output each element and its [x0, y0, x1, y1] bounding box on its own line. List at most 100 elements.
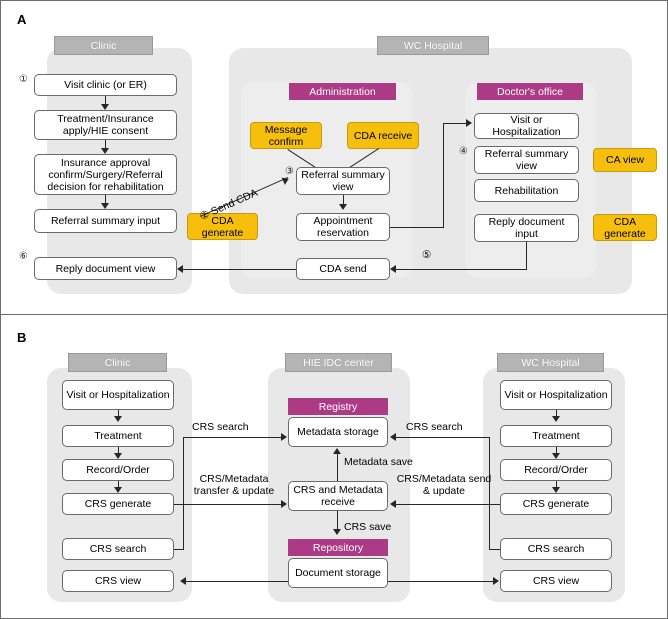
panel-b-section-title-repository: Repository — [288, 539, 388, 556]
panel-a-letter: A — [17, 12, 27, 27]
panel-a-node-referral-summary-input[interactable]: Referral summary input — [34, 209, 177, 233]
panel-a-arrowhead-4 — [339, 204, 347, 210]
panel-a-conn-4 — [343, 195, 344, 206]
panel-b-section-title-registry: Registry — [288, 398, 388, 415]
panel-b-clinic-conn-2 — [118, 447, 119, 455]
panel-a-arrowhead-1 — [101, 104, 109, 110]
panel-b-clinic-node-treatment[interactable]: Treatment — [62, 425, 174, 447]
panel-b-hospital-node-treatment[interactable]: Treatment — [500, 425, 612, 447]
panel-a-section-title-doctors-office: Doctor's office — [477, 83, 583, 100]
panel-a-edge-appt-up — [443, 123, 444, 227]
panel-a-edge-appt-right — [390, 227, 444, 228]
panel-b-hospital-conn-2 — [556, 447, 557, 455]
panel-b-arrowhead-clinic-crssearch — [281, 433, 287, 441]
panel-b-edge-label-transfer-update: CRS/Metadata transfer & update — [193, 473, 275, 497]
panel-b-edge-label-crs-search-left: CRS search — [192, 421, 249, 433]
panel-a-node-appointment-reservation[interactable]: Appointment reservation — [296, 213, 390, 241]
panel-a-node-insurance-approval[interactable]: Insurance approval confirm/Surgery/Refer… — [34, 154, 177, 195]
panel-a-marker-3: ③ — [285, 166, 294, 177]
panel-a-marker-6: ⑥ — [19, 251, 28, 262]
panel-b-lane-title-wc-hospital: WC Hospital — [497, 353, 604, 372]
panel-b-hospital-node-record-order[interactable]: Record/Order — [500, 459, 612, 481]
panel-b-hospital-arrow-3 — [552, 487, 560, 493]
panel-a-node-treatment-insurance[interactable]: Treatment/Insurance apply/HIE consent — [34, 110, 177, 140]
panel-a-tag-cda-receive[interactable]: CDA receive — [347, 122, 419, 149]
panel-b-lane-title-hie-idc: HIE IDC center — [285, 353, 392, 372]
panel-a-node-referral-summary-view-doctor[interactable]: Referral summary view — [474, 146, 579, 174]
figure-top-border — [0, 0, 668, 1]
panel-a-node-reply-document-view[interactable]: Reply document view — [34, 257, 177, 280]
panel-a-node-visit-clinic[interactable]: Visit clinic (or ER) — [34, 74, 177, 96]
panel-b-edge-label-send-update: CRS/Metadata send & update — [396, 473, 492, 497]
panel-b-hospital-arrow-1 — [552, 416, 560, 422]
panel-a-node-rehabilitation[interactable]: Rehabilitation — [474, 179, 579, 202]
panel-b-arrowhead-metadata-save — [333, 448, 341, 454]
panel-a-edge-reply-left — [396, 269, 527, 270]
panel-b-hospital-node-crs-view[interactable]: CRS view — [500, 570, 612, 592]
panel-b-clinic-arrow-3 — [114, 487, 122, 493]
panel-b-clinic-node-crs-generate[interactable]: CRS generate — [62, 493, 174, 515]
panel-b-edge-label-metadata-save: Metadata save — [344, 456, 413, 468]
panel-b-center-node-document-storage[interactable]: Document storage — [288, 558, 388, 588]
panel-a-marker-5: ⑤ — [422, 249, 432, 261]
panel-b-edge-crs-save — [337, 511, 338, 533]
panel-a-node-visit-or-hospitalization[interactable]: Visit or Hospitalization — [474, 113, 579, 139]
panel-b-edge-clinic-crssearch-v — [183, 437, 184, 549]
panel-b-edge-clinic-crssearch-h — [183, 437, 282, 438]
panel-b-clinic-arrow-1 — [114, 416, 122, 422]
panel-b-arrowhead-crs-save — [333, 529, 341, 535]
panel-b-edge-clinic-transfer — [174, 504, 282, 505]
panel-b-edge-hospital-crssearch-stub — [489, 549, 500, 550]
panel-b-edge-hospital-send — [396, 504, 500, 505]
panel-b-letter: B — [17, 330, 27, 345]
panel-a-marker-1: ① — [19, 74, 28, 85]
panel-b-clinic-node-crs-search[interactable]: CRS search — [62, 538, 174, 560]
panel-a-conn-1 — [105, 96, 106, 106]
panel-a-tag-message-confirm[interactable]: Message confirm — [250, 122, 322, 149]
panel-b-arrowhead-docstore-hospital — [493, 577, 499, 585]
panel-b-center-node-crs-metadata-receive[interactable]: CRS and Metadata receive — [288, 481, 388, 511]
panel-a-conn-2 — [105, 140, 106, 150]
panel-a-node-reply-document-input[interactable]: Reply document input — [474, 214, 579, 242]
panel-a-tag-cda-generate-doctor[interactable]: CDA generate — [593, 214, 657, 241]
panel-b-edge-label-crs-save: CRS save — [344, 521, 392, 533]
panel-a-node-cda-send[interactable]: CDA send — [296, 258, 390, 280]
panel-b-arrowhead-hospital-crssearch — [390, 433, 396, 441]
panel-b-hospital-node-crs-generate[interactable]: CRS generate — [500, 493, 612, 515]
panel-a-tag-ca-view[interactable]: CA view — [593, 148, 657, 172]
panel-a-arrowhead-3 — [101, 203, 109, 209]
panel-a-lane-title-wc-hospital: WC Hospital — [377, 36, 489, 55]
panel-b-edge-hospital-crssearch-h — [396, 437, 489, 438]
panel-b-edge-clinic-crssearch-stub — [174, 549, 184, 550]
panel-b-edge-label-crs-search-right: CRS search — [406, 421, 463, 433]
panel-b-lane-title-clinic: Clinic — [68, 353, 167, 372]
panel-b-edge-docstore-to-hospital — [388, 581, 494, 582]
panel-b-hospital-conn-3 — [556, 481, 557, 489]
panel-b-arrowhead-clinic-transfer — [281, 500, 287, 508]
panel-a-edge-reply-down — [526, 242, 527, 269]
panel-a-edge-cda-send-to-reply — [183, 269, 296, 270]
panel-a-marker-4: ④ — [459, 146, 468, 157]
panel-b-clinic-conn-1 — [118, 410, 119, 418]
panel-a-arrowhead-6 — [466, 119, 472, 127]
panel-a-edge-appt-into-visit — [443, 123, 469, 124]
panel-b-hospital-node-visit[interactable]: Visit or Hospitalization — [500, 380, 612, 410]
panel-divider — [0, 314, 668, 315]
panel-b-clinic-node-crs-view[interactable]: CRS view — [62, 570, 174, 592]
panel-a-node-referral-summary-view-admin[interactable]: Referral summary view — [296, 167, 390, 195]
panel-a-conn-3 — [105, 195, 106, 205]
panel-a-arrowhead-5 — [177, 265, 183, 273]
panel-b-arrowhead-hospital-send — [390, 500, 396, 508]
panel-b-edge-hospital-crssearch-v — [489, 437, 490, 549]
panel-b-edge-metadata-save — [337, 454, 338, 481]
panel-b-hospital-node-crs-search[interactable]: CRS search — [500, 538, 612, 560]
panel-b-hospital-arrow-2 — [552, 453, 560, 459]
panel-a-arrowhead-2 — [101, 148, 109, 154]
panel-b-clinic-node-record-order[interactable]: Record/Order — [62, 459, 174, 481]
panel-b-clinic-node-visit[interactable]: Visit or Hospitalization — [62, 380, 174, 410]
panel-b-arrowhead-docstore-clinic — [180, 577, 186, 585]
panel-b-clinic-conn-3 — [118, 481, 119, 489]
panel-a-tag-cda-generate-clinic[interactable]: CDA generate — [187, 213, 258, 240]
panel-b-center-node-metadata-storage[interactable]: Metadata storage — [288, 417, 388, 447]
